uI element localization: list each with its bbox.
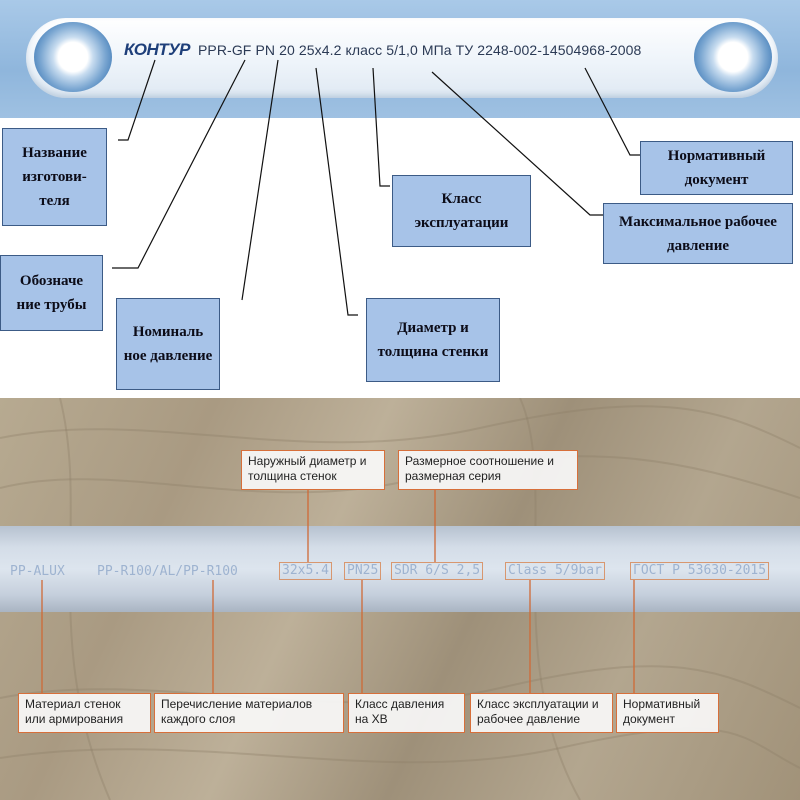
callout-diameter-thickness: Диаметр и толщина стенки <box>366 298 500 382</box>
leader-max-pressure <box>431 71 603 216</box>
callout-operating-class: Класс эксплуатации <box>392 175 531 247</box>
callout-manufacturer: Название изготови-теля <box>2 128 107 226</box>
callout-normative-doc: Нормативный документ <box>640 141 793 195</box>
pipe-body <box>26 18 778 98</box>
pipe-marking-text: КОНТУР PPR-GF PN 20 25x4.2 класс 5/1,0 МП… <box>124 40 641 60</box>
label-operation-class: Класс эксплуатации и рабочее давление <box>470 693 613 733</box>
callout-pipe-designation: Обозначе ние трубы <box>0 255 103 331</box>
label-layer-materials: Перечисление материалов каждого слоя <box>154 693 344 733</box>
pipe-marking-diagram: КОНТУР PPR-GF PN 20 25x4.2 класс 5/1,0 МП… <box>0 0 800 398</box>
pipe-photo: PP-ALUX PP-R100/AL/PP-R100 32x5.4 PN25 S… <box>0 398 800 800</box>
leader-lines <box>112 59 640 316</box>
print-size: 32x5.4 <box>279 562 332 580</box>
print-layers: PP-R100/AL/PP-R100 <box>97 564 238 579</box>
manufacturer-logo: КОНТУР <box>124 40 190 59</box>
label-outer-diameter: Наружный диаметр и толщина стенок <box>241 450 385 490</box>
print-gost: ГОСТ Р 53630-2015 <box>630 562 770 580</box>
label-normative-doc: Нормативный документ <box>616 693 719 733</box>
print-pn: PN25 <box>344 562 382 580</box>
pipe-end-left <box>34 22 112 92</box>
leader-diameter <box>315 67 358 316</box>
callout-max-pressure: Максимальное рабочее давление <box>603 203 793 264</box>
print-material: PP-ALUX <box>10 564 65 579</box>
leader-class <box>372 67 390 187</box>
leader-designation <box>112 59 246 269</box>
leader-normative <box>584 67 640 156</box>
callout-nominal-pressure: Номиналь ное давление <box>116 298 220 390</box>
label-wall-material: Материал стенок или армирования <box>18 693 151 733</box>
label-pressure-class: Класс давления на ХВ <box>348 693 465 733</box>
leader-nominal-pressure <box>241 59 279 301</box>
photo-leader-lines <box>41 490 635 693</box>
label-size-ratio: Размерное соотношение и размерная серия <box>398 450 578 490</box>
marking-string: PPR-GF PN 20 25x4.2 класс 5/1,0 МПа ТУ 2… <box>197 42 642 58</box>
print-sdr: SDR 6/S 2,5 <box>391 562 484 580</box>
pipe-photo-body <box>0 526 800 612</box>
pipe-end-right <box>694 22 772 92</box>
print-class: Class 5/9bar <box>505 562 605 580</box>
leader-manufacturer <box>118 59 156 141</box>
